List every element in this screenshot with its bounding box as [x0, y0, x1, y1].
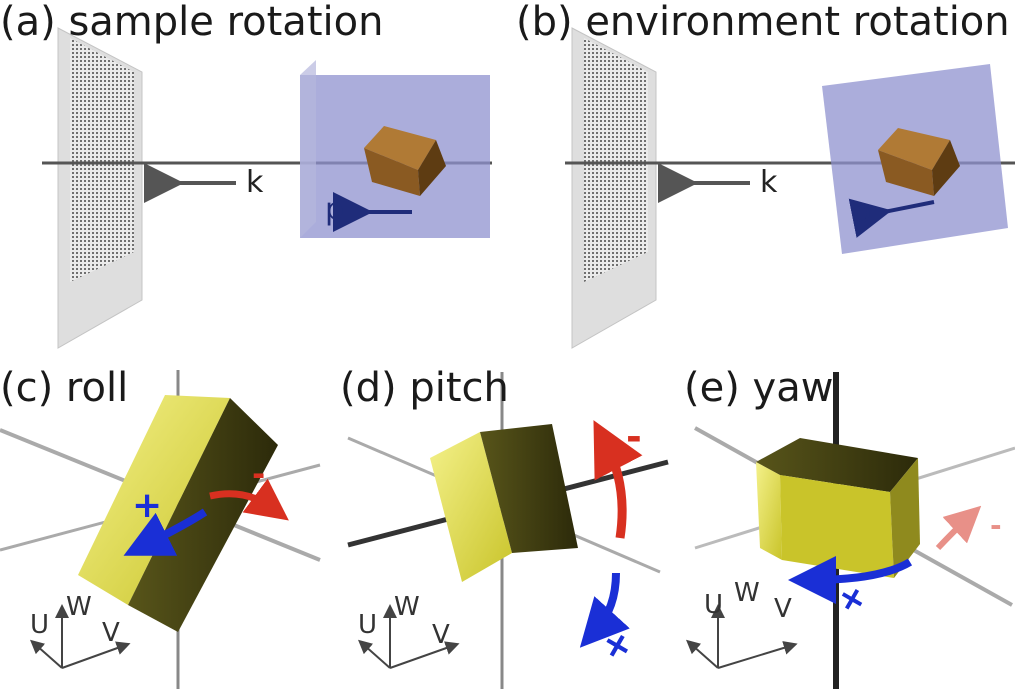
axis-triad-c — [30, 604, 131, 669]
axis-w-label-c: W — [66, 592, 92, 622]
panel-d-scene — [347, 372, 669, 689]
crystal-d — [430, 424, 578, 582]
detector-grid-b — [584, 38, 648, 282]
axis-v-label-e: V — [774, 594, 792, 624]
panel-d-title: (d) pitch — [340, 365, 509, 411]
minus-sign-c: - — [252, 455, 266, 493]
beam-label-b: k — [760, 165, 778, 200]
panel-c-scene — [0, 370, 321, 689]
plus-arrow-d — [579, 572, 630, 648]
crystal-e — [756, 438, 920, 578]
axis-v-label-d: V — [432, 620, 450, 650]
detector-grid-a — [70, 38, 134, 282]
plus-arrow-c — [123, 508, 208, 556]
minus-sign-e: - — [990, 509, 1002, 542]
minus-sign-d: - — [626, 415, 642, 459]
axis-u-label-c: U — [30, 610, 50, 640]
minus-arrow-c — [209, 478, 289, 521]
environment-box-side-a — [300, 60, 316, 238]
panel-b-scene — [565, 27, 1015, 349]
sample-cube-a — [364, 126, 446, 196]
panel-a-scene — [42, 27, 492, 349]
minus-arrow-d — [593, 420, 643, 539]
polarization-arrow-b — [848, 198, 935, 238]
panel-e-scene — [686, 372, 1015, 689]
axis-u-label-d: U — [358, 610, 378, 640]
panel-b-title: (b) environment rotation — [516, 0, 1010, 45]
axis-triad-e — [686, 604, 798, 669]
axis-u-label-e: U — [704, 590, 724, 620]
plus-arrow-e — [788, 555, 913, 604]
axis-w-label-e: W — [734, 578, 760, 608]
axis-triad-d — [358, 604, 460, 669]
plus-sign-c: + — [132, 485, 163, 526]
polarization-label-b: p — [852, 195, 872, 230]
beam-label-a: k — [246, 165, 264, 200]
panel-a-title: (a) sample rotation — [0, 0, 384, 45]
minus-arrow-e — [935, 505, 982, 551]
panel-e-title: (e) yaw — [684, 365, 834, 411]
crystal-c — [78, 395, 278, 632]
sample-cube-b — [878, 128, 960, 196]
panel-c-title: (c) roll — [0, 365, 129, 411]
polarization-label-a: p — [325, 192, 345, 227]
axis-v-label-c: V — [102, 618, 120, 648]
axis-w-label-d: W — [394, 592, 420, 622]
